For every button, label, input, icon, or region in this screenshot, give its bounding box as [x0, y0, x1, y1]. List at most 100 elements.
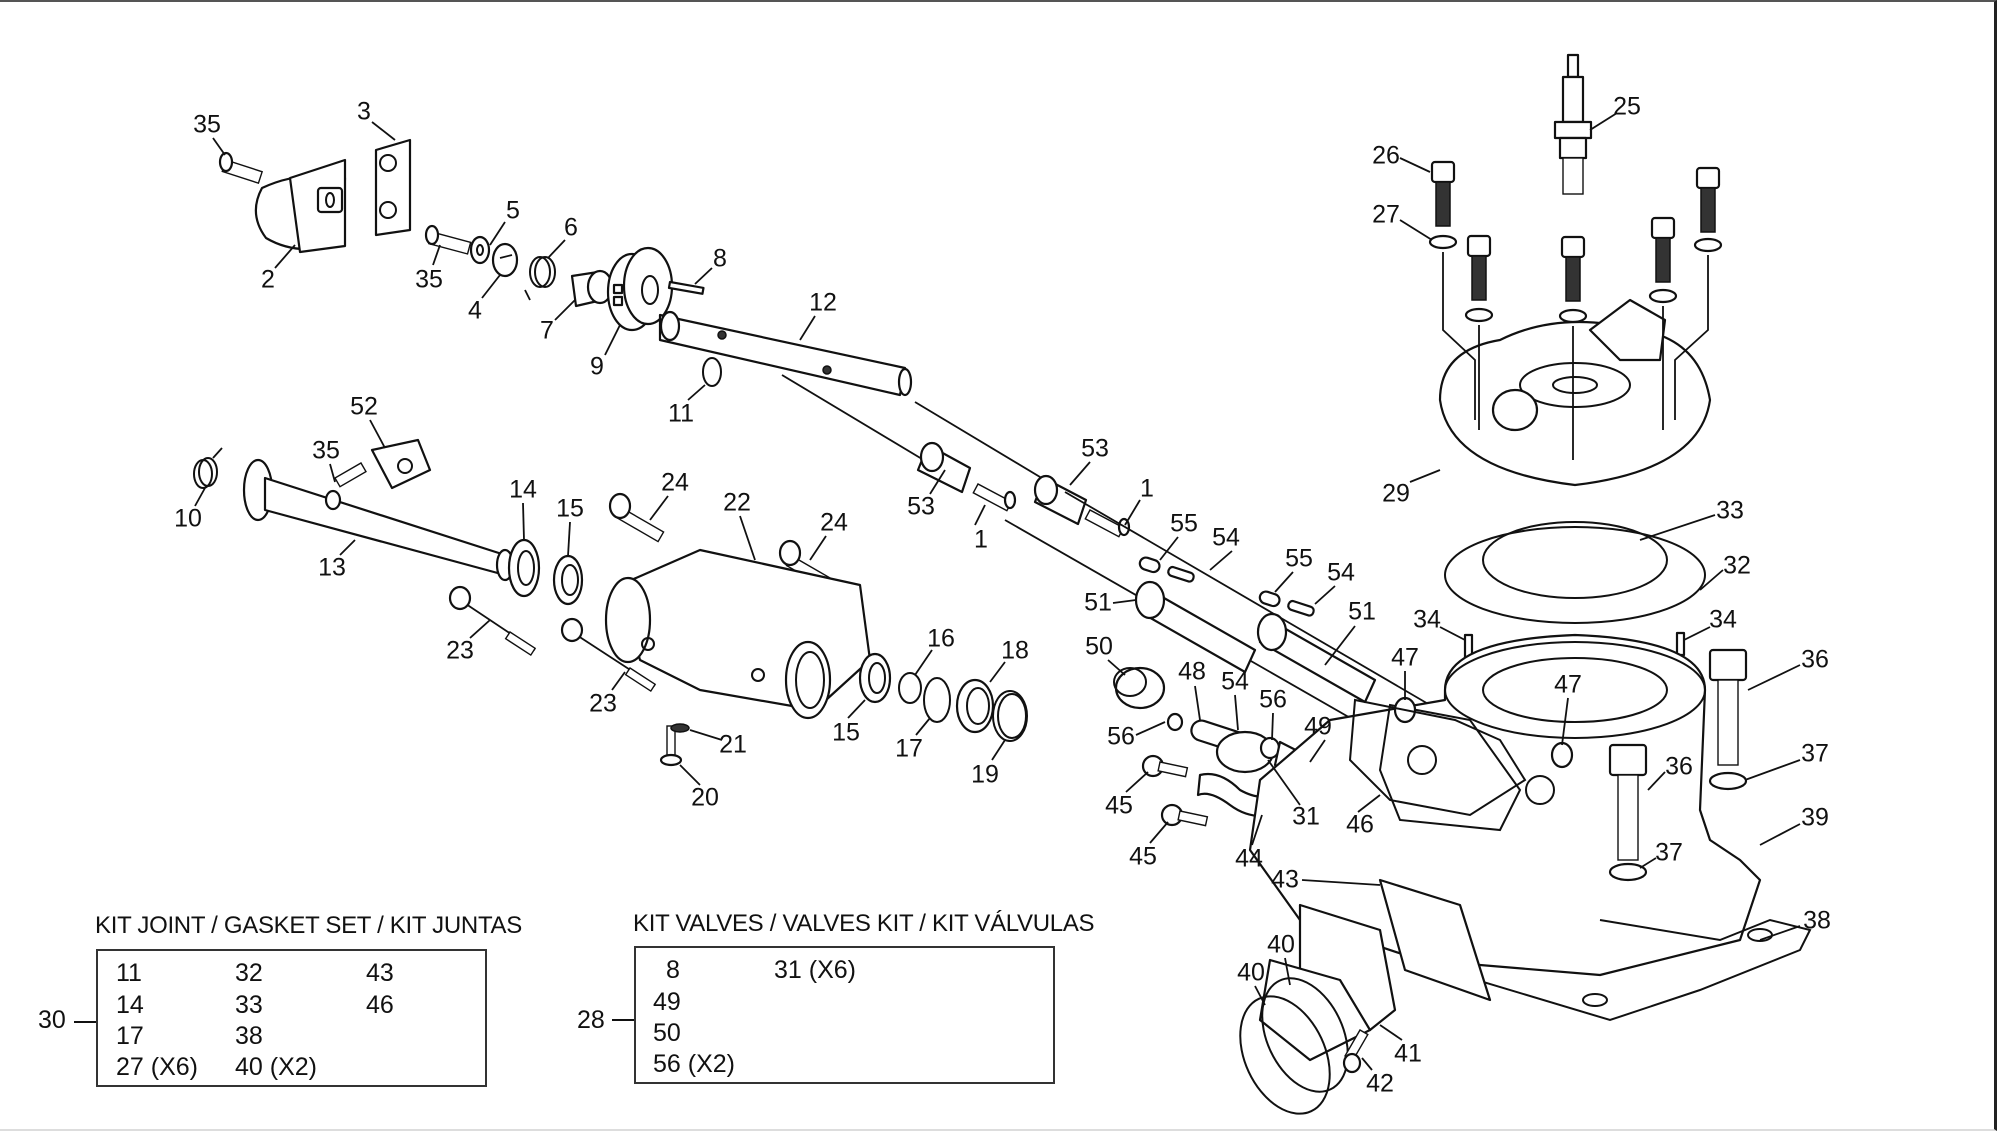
callout-42[interactable]: 42 — [1366, 1069, 1394, 1098]
callout-23[interactable]: 23 — [446, 636, 474, 665]
callout-26[interactable]: 26 — [1372, 141, 1400, 170]
leader-line — [974, 504, 986, 526]
callout-41[interactable]: 41 — [1394, 1039, 1422, 1068]
kit-item[interactable]: 27 (X6) — [116, 1053, 198, 1081]
callout-37[interactable]: 37 — [1655, 838, 1683, 867]
callout-46[interactable]: 46 — [1346, 810, 1374, 839]
callout-55[interactable]: 55 — [1170, 509, 1198, 538]
callout-12[interactable]: 12 — [809, 288, 837, 317]
kit-item[interactable]: 31 (X6) — [774, 956, 856, 984]
callout-14[interactable]: 14 — [509, 475, 537, 504]
callout-45[interactable]: 45 — [1105, 791, 1133, 820]
callout-19[interactable]: 19 — [971, 760, 999, 789]
kit-item[interactable]: 33 — [235, 991, 263, 1019]
gasket-kit-ref[interactable]: 30 — [38, 1006, 66, 1034]
callout-4[interactable]: 4 — [468, 296, 482, 325]
callout-56[interactable]: 56 — [1107, 722, 1135, 751]
part-pin-54-right — [1287, 599, 1315, 617]
callout-54[interactable]: 54 — [1212, 523, 1240, 552]
callout-40[interactable]: 40 — [1237, 958, 1265, 987]
callout-15[interactable]: 15 — [832, 718, 860, 747]
kit-item[interactable]: 49 — [653, 988, 681, 1016]
kit-item[interactable]: 14 — [116, 991, 144, 1019]
callout-38[interactable]: 38 — [1803, 906, 1831, 935]
callout-23[interactable]: 23 — [589, 689, 617, 718]
callout-13[interactable]: 13 — [318, 553, 346, 582]
kit-item[interactable]: 8 — [666, 956, 680, 984]
callout-47[interactable]: 47 — [1554, 670, 1582, 699]
callout-27[interactable]: 27 — [1372, 200, 1400, 229]
part-screw-35-lower — [324, 462, 367, 511]
callout-43[interactable]: 43 — [1271, 865, 1299, 894]
leader-line — [1284, 957, 1291, 986]
callout-1[interactable]: 1 — [974, 525, 988, 554]
callout-53[interactable]: 53 — [1081, 434, 1109, 463]
callout-24[interactable]: 24 — [661, 468, 689, 497]
valves-kit-ref[interactable]: 28 — [577, 1006, 605, 1034]
callout-35[interactable]: 35 — [193, 110, 221, 139]
callout-53[interactable]: 53 — [907, 492, 935, 521]
callout-39[interactable]: 39 — [1801, 803, 1829, 832]
callout-21[interactable]: 21 — [719, 730, 747, 759]
callout-2[interactable]: 2 — [261, 265, 275, 294]
kit-item[interactable]: 11 — [116, 959, 142, 987]
callout-7[interactable]: 7 — [540, 316, 554, 345]
callout-34[interactable]: 34 — [1709, 605, 1737, 634]
callout-48[interactable]: 48 — [1178, 657, 1206, 686]
callout-36[interactable]: 36 — [1801, 645, 1829, 674]
callout-51[interactable]: 51 — [1348, 597, 1376, 626]
callout-3[interactable]: 3 — [357, 97, 371, 126]
callout-36[interactable]: 36 — [1665, 752, 1693, 781]
gasket-kit-ref-line — [74, 1021, 96, 1023]
callout-35[interactable]: 35 — [415, 265, 443, 294]
callout-5[interactable]: 5 — [506, 196, 520, 225]
kit-item[interactable]: 56 (X2) — [653, 1050, 735, 1078]
callout-40[interactable]: 40 — [1267, 930, 1295, 959]
callout-15[interactable]: 15 — [556, 494, 584, 523]
callout-17[interactable]: 17 — [895, 734, 923, 763]
part-sleeve-55-left — [1138, 556, 1161, 574]
callout-55[interactable]: 55 — [1285, 544, 1313, 573]
kit-item[interactable]: 17 — [116, 1022, 144, 1050]
callout-20[interactable]: 20 — [691, 783, 719, 812]
callout-35[interactable]: 35 — [312, 436, 340, 465]
callout-16[interactable]: 16 — [927, 624, 955, 653]
callout-22[interactable]: 22 — [723, 488, 751, 517]
callout-33[interactable]: 33 — [1716, 496, 1744, 525]
callout-31[interactable]: 31 — [1292, 802, 1320, 831]
callout-54[interactable]: 54 — [1221, 667, 1249, 696]
callout-45[interactable]: 45 — [1129, 842, 1157, 871]
callout-8[interactable]: 8 — [713, 244, 727, 273]
callout-6[interactable]: 6 — [564, 213, 578, 242]
callout-49[interactable]: 49 — [1304, 712, 1332, 741]
callout-37[interactable]: 37 — [1801, 739, 1829, 768]
callout-32[interactable]: 32 — [1723, 551, 1751, 580]
callout-51[interactable]: 51 — [1084, 588, 1112, 617]
callout-1[interactable]: 1 — [1140, 474, 1154, 503]
callout-34[interactable]: 34 — [1413, 605, 1441, 634]
callout-50[interactable]: 50 — [1085, 632, 1113, 661]
kit-item[interactable]: 32 — [235, 959, 263, 987]
callout-10[interactable]: 10 — [174, 504, 202, 533]
kit-item[interactable]: 43 — [366, 959, 394, 987]
callout-25[interactable]: 25 — [1613, 92, 1641, 121]
leader-line — [611, 671, 626, 691]
callout-54[interactable]: 54 — [1327, 558, 1355, 587]
part-head-bolts-26 — [1430, 160, 1721, 302]
kit-item[interactable]: 40 (X2) — [235, 1053, 317, 1081]
callout-52[interactable]: 52 — [350, 392, 378, 421]
leader-line — [371, 121, 396, 141]
kit-item[interactable]: 46 — [366, 991, 394, 1019]
callout-11[interactable]: 11 — [668, 399, 694, 428]
part-screw-35-top — [218, 151, 264, 185]
callout-29[interactable]: 29 — [1382, 479, 1410, 508]
callout-44[interactable]: 44 — [1235, 844, 1263, 873]
callout-24[interactable]: 24 — [820, 508, 848, 537]
callout-56[interactable]: 56 — [1259, 685, 1287, 714]
leader-line — [1409, 469, 1441, 483]
callout-47[interactable]: 47 — [1391, 643, 1419, 672]
kit-item[interactable]: 38 — [235, 1022, 263, 1050]
kit-item[interactable]: 50 — [653, 1019, 681, 1047]
callout-18[interactable]: 18 — [1001, 636, 1029, 665]
callout-9[interactable]: 9 — [590, 352, 604, 381]
